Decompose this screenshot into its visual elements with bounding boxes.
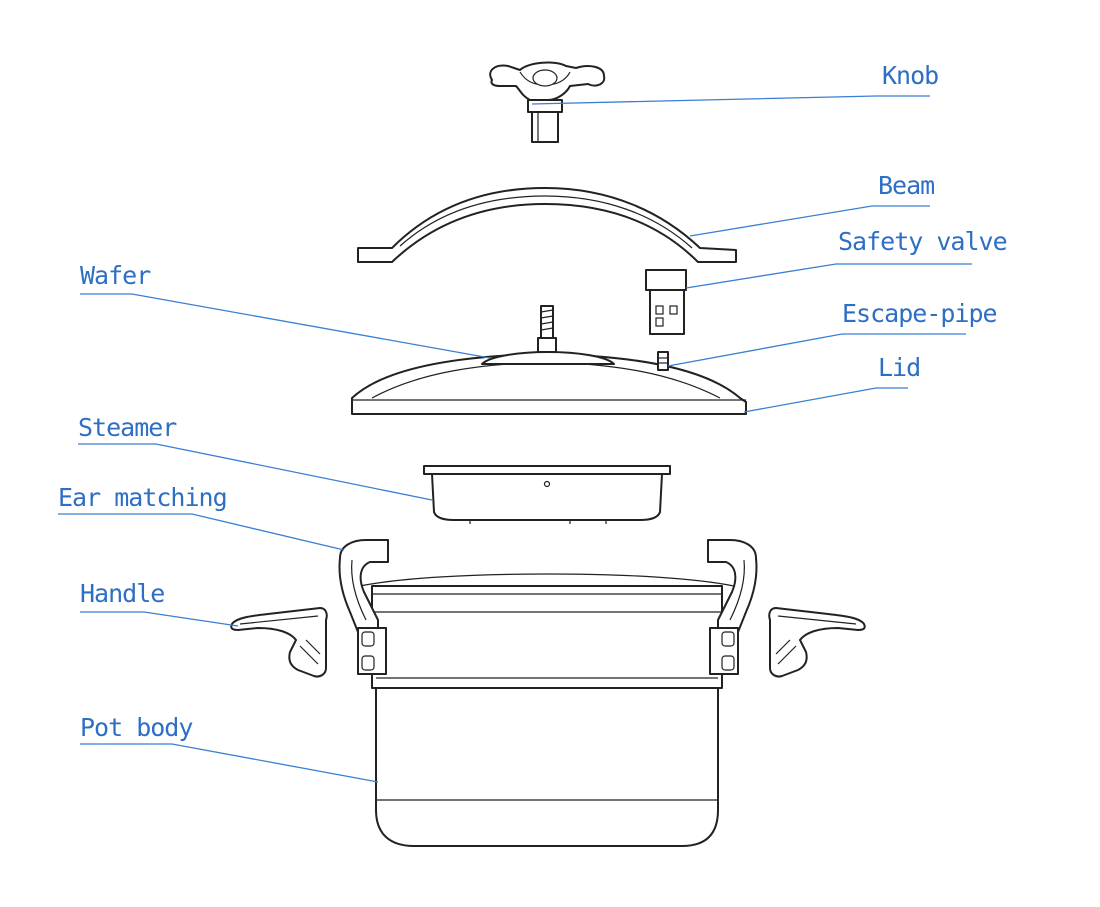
label-pot-body: Pot body <box>80 713 193 742</box>
leader-safety-valve <box>685 263 972 289</box>
leader-steamer <box>78 443 433 501</box>
leader-wafer <box>80 293 491 359</box>
knob-part <box>489 61 606 143</box>
part-labels: Knob Beam Safety valve Escape-pipe Lid W… <box>58 61 1008 742</box>
leader-lid <box>743 387 908 413</box>
pot-body-part <box>359 573 735 847</box>
ear-matching-right <box>707 539 758 675</box>
leader-escape-pipe <box>667 333 966 367</box>
leader-handle <box>80 611 239 627</box>
beam-part <box>357 187 737 263</box>
label-steamer: Steamer <box>78 413 177 442</box>
leader-beam <box>689 205 930 237</box>
label-wafer: Wafer <box>80 261 151 290</box>
label-knob: Knob <box>882 61 938 90</box>
label-safety-valve: Safety valve <box>838 227 1007 256</box>
handle-left <box>230 607 328 678</box>
leader-pot-body <box>80 743 379 783</box>
label-beam: Beam <box>878 171 934 200</box>
handle-right <box>768 607 866 678</box>
safety-valve-part <box>645 269 687 335</box>
steamer-part <box>423 465 671 524</box>
leader-ear-matching <box>58 513 345 551</box>
label-ear-matching: Ear matching <box>58 483 227 512</box>
ear-matching-left <box>338 539 389 675</box>
escape-pipe-part <box>657 351 669 371</box>
label-handle: Handle <box>80 579 164 608</box>
leader-knob <box>531 95 930 105</box>
wafer-part <box>481 305 615 365</box>
label-lid: Lid <box>878 353 920 382</box>
label-escape-pipe: Escape-pipe <box>842 299 997 328</box>
leader-lines <box>58 95 972 783</box>
